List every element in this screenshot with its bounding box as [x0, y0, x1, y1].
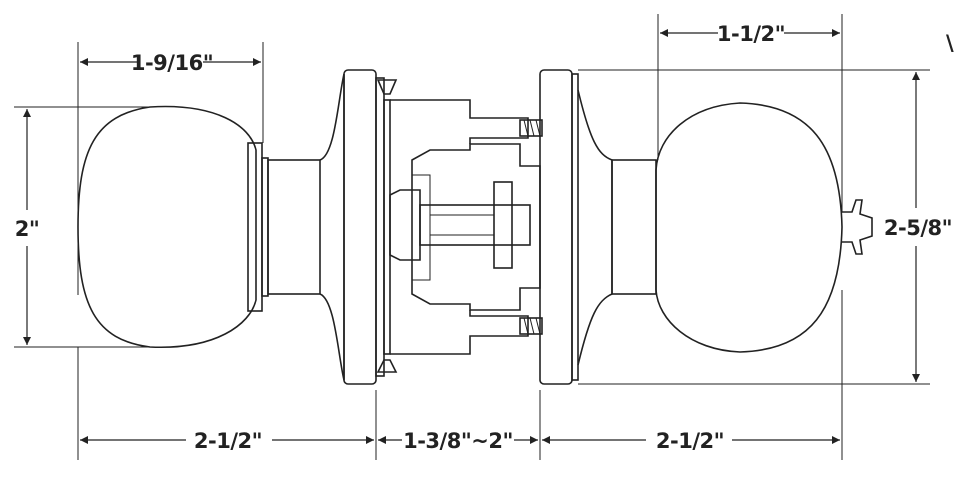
knob-depth-label: 1-9/16": [131, 51, 213, 75]
knob-width-label: 1-1/2": [717, 22, 785, 46]
left-knob: [77, 73, 345, 381]
extension-lines: [14, 14, 930, 460]
left-rose: [343, 69, 398, 385]
left-projection-label: 2-1/2": [194, 429, 262, 453]
dim-knob-depth: 1-9/16": [80, 51, 261, 75]
latch-chassis: [389, 99, 543, 355]
right-knob: [577, 89, 873, 366]
dim-knob-width: 1-1/2": [660, 22, 840, 46]
edge-fragment: \: [946, 31, 954, 55]
screw-top: [519, 119, 543, 137]
dim-right-projection: 2-1/2": [542, 429, 840, 453]
dim-rose-diameter: 2-5/8": [884, 72, 953, 382]
right-projection-label: 2-1/2": [656, 429, 724, 453]
edge-fragment-label: \: [946, 31, 954, 55]
rose-diameter-label: 2-5/8": [884, 216, 952, 240]
screw-bottom: [519, 317, 543, 335]
dim-door-thickness: 1-3/8"~2": [378, 429, 538, 453]
right-rose: [539, 69, 579, 385]
door-thickness-label: 1-3/8"~2": [403, 429, 513, 453]
knob-diameter-label: 2": [15, 217, 40, 241]
dim-left-projection: 2-1/2": [80, 429, 374, 453]
dim-knob-diameter: 2": [15, 109, 40, 345]
